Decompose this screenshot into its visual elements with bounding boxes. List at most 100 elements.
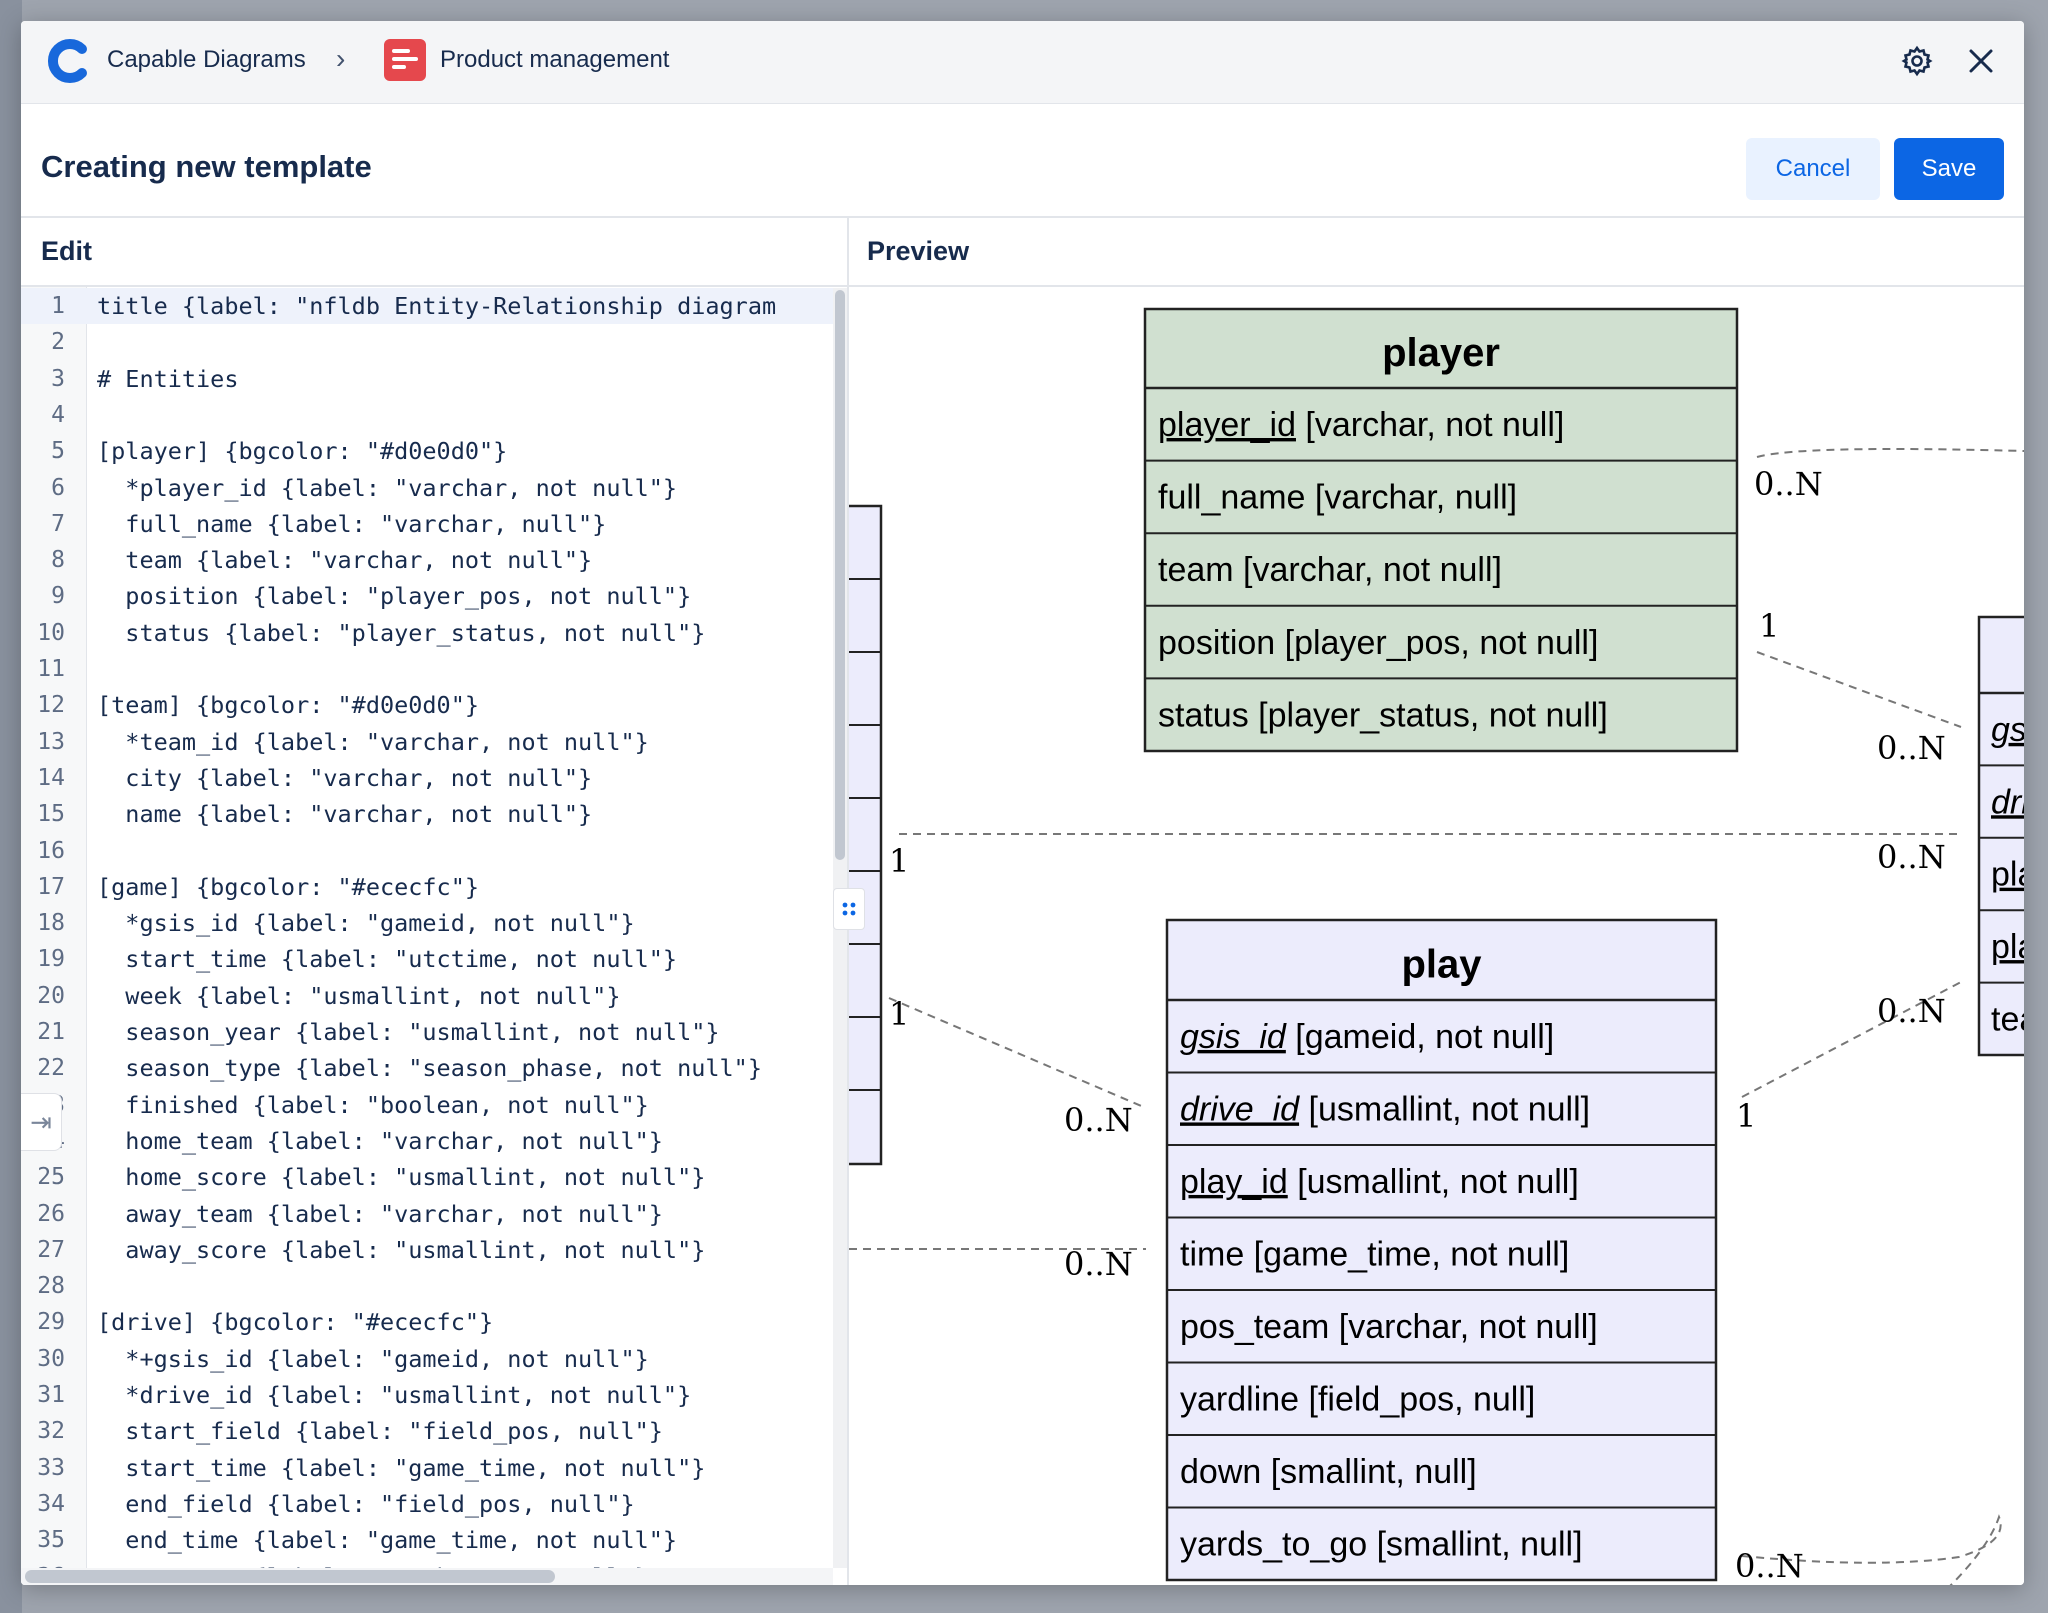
play-field: yardline [field_pos, null] [1180,1380,1535,1418]
field-type: [varchar, null] [1305,479,1517,517]
code-line[interactable]: [player] {bgcolor: "#d0e0d0"} [97,433,507,469]
line-number: 15 [21,796,65,832]
line-number: 25 [21,1159,65,1195]
play-field: time [game_time, not null] [1180,1235,1569,1273]
save-button[interactable]: Save [1894,138,2004,200]
code-line[interactable]: finished {label: "boolean, not null"} [97,1087,649,1123]
drive-entity-partial [1979,617,2024,1055]
code-line[interactable]: *player_id {label: "varchar, not null"} [97,470,677,506]
relationship-line [1757,449,2024,457]
code-line[interactable]: end_time {label: "game_time, not null"} [97,1522,677,1558]
breadcrumb-app[interactable]: Capable Diagrams [107,46,306,74]
player-field: position [player_pos, not null] [1158,624,1598,662]
code-line[interactable]: status {label: "player_status, not null"… [97,615,705,651]
code-line[interactable]: home_team {label: "varchar, not null"} [97,1123,663,1159]
drive-field: driv [1991,783,2024,821]
code-line[interactable]: start_time {label: "utctime, not null"} [97,941,677,977]
breadcrumb-page[interactable]: Product management [440,46,669,74]
field-type: [smallint, null] [1261,1453,1476,1491]
code-line[interactable]: season_year {label: "usmallint, not null… [97,1014,720,1050]
field-name: pos_team [1180,1308,1329,1346]
code-line[interactable]: pos_team {label: "varchar, not null"} [97,1559,649,1569]
line-number: 5 [21,433,65,469]
code-line[interactable]: *drive_id {label: "usmallint, not null"} [97,1377,691,1413]
code-line[interactable]: week {label: "usmallint, not null"} [97,978,620,1014]
line-number: 22 [21,1050,65,1086]
code-line[interactable]: [game] {bgcolor: "#ececfc"} [97,869,479,905]
player-field: team [varchar, not null] [1158,551,1502,589]
play-field: down [smallint, null] [1180,1453,1477,1491]
cancel-button[interactable]: Cancel [1746,138,1880,200]
code-line[interactable]: position {label: "player_pos, not null"} [97,578,691,614]
player-entity-title: player [1382,331,1500,375]
line-number: 29 [21,1304,65,1340]
field-name: time [1180,1235,1244,1273]
field-type: [varchar, not null] [1296,406,1564,444]
gear-icon[interactable] [1899,43,1935,79]
code-line[interactable]: *team_id {label: "varchar, not null"} [97,724,649,760]
relationship-line [889,998,1146,1108]
code-line[interactable]: city {label: "varchar, not null"} [97,760,592,796]
cardinality-label: 1 [1759,607,1779,645]
close-icon[interactable] [1963,43,1999,79]
code-editor[interactable]: 1title {label: "nfldb Entity-Relationshi… [21,288,833,1568]
collapse-arrow-icon[interactable]: ⇥ [21,1093,62,1151]
play-field: yards_to_go [smallint, null] [1180,1525,1583,1563]
cardinality-label: 0..N [1877,729,1946,767]
line-number: 30 [21,1341,65,1377]
line-number: 10 [21,615,65,651]
field-name: drive_id [1180,1090,1300,1128]
field-name: down [1180,1453,1261,1491]
drive-field: gsi [1991,711,2024,749]
code-line[interactable]: team {label: "varchar, not null"} [97,542,592,578]
line-number: 16 [21,833,65,869]
code-line[interactable]: away_team {label: "varchar, not null"} [97,1196,663,1232]
code-line[interactable]: [team] {bgcolor: "#d0e0d0"} [97,687,479,723]
field-type: [smallint, null] [1367,1525,1582,1563]
line-number: 36 [21,1559,65,1569]
code-line[interactable]: end_field {label: "field_pos, null"} [97,1486,635,1522]
code-line[interactable]: title {label: "nfldb Entity-Relationship… [97,288,776,324]
player-field: player_id [varchar, not null] [1158,406,1564,444]
code-line[interactable]: away_score {label: "usmallint, not null"… [97,1232,705,1268]
field-type: [varchar, not null] [1329,1308,1597,1346]
code-line[interactable]: [drive] {bgcolor: "#ececfc"} [97,1304,493,1340]
vertical-scrollbar-thumb[interactable] [835,290,845,860]
cardinality-label: 1 [1736,1097,1756,1135]
line-number: 2 [21,324,65,360]
drag-handle-icon[interactable] [833,888,865,930]
code-line[interactable]: *+gsis_id {label: "gameid, not null"} [97,1341,649,1377]
line-number: 35 [21,1522,65,1558]
code-line[interactable]: name {label: "varchar, not null"} [97,796,592,832]
preview-pane: Preview player player_id [varchar, not nu… [849,218,2024,1585]
code-line[interactable]: start_field {label: "field_pos, null"} [97,1413,663,1449]
code-line[interactable]: start_time {label: "game_time, not null"… [97,1450,705,1486]
line-number: 20 [21,978,65,1014]
field-name: player_id [1158,406,1296,444]
field-type: [game_time, not null] [1244,1235,1569,1273]
line-number: 28 [21,1268,65,1304]
cardinality-label: 0..N [1754,465,1823,503]
line-number: 32 [21,1413,65,1449]
field-name: play_id [1180,1163,1288,1201]
horizontal-scrollbar-thumb[interactable] [25,1570,555,1583]
code-line[interactable]: season_type {label: "season_phase, not n… [97,1050,762,1086]
preview-pane-header: Preview [849,218,2024,287]
preview-heading: Preview [867,236,969,267]
field-type: [player_status, not null] [1249,696,1608,734]
code-line[interactable]: full_name {label: "varchar, null"} [97,506,606,542]
field-type: [usmallint, not null] [1299,1090,1590,1128]
horizontal-scrollbar[interactable] [21,1568,833,1585]
line-number: 6 [21,470,65,506]
dialog-header: Creating new template Cancel Save [21,104,2024,218]
field-type: [field_pos, null] [1299,1380,1535,1418]
code-line[interactable]: home_score {label: "usmallint, not null"… [97,1159,705,1195]
game-entity-partial [849,506,881,1164]
code-line[interactable]: # Entities [97,361,238,397]
code-line[interactable]: *gsis_id {label: "gameid, not null"} [97,905,635,941]
line-number: 9 [21,578,65,614]
play-field: play_id [usmallint, not null] [1180,1163,1579,1201]
line-number: 3 [21,361,65,397]
play-field: gsis_id [gameid, not null] [1180,1018,1554,1056]
dialog-topbar: Capable Diagrams › Product management [21,21,2024,104]
